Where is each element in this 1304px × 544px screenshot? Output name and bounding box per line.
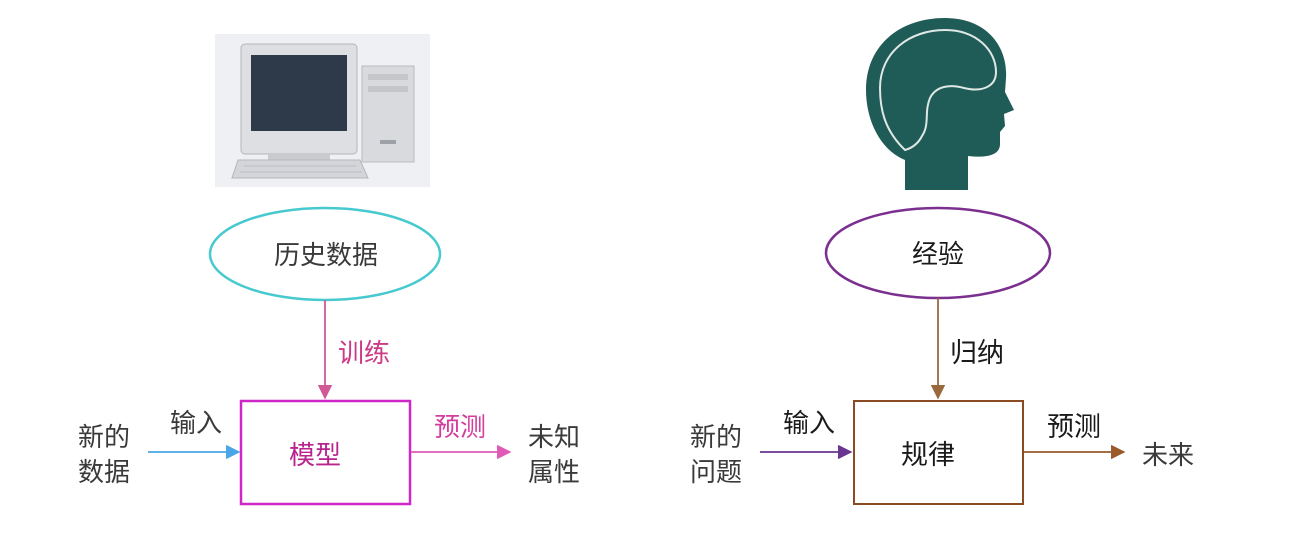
- unknown-attr-line2: 属性: [528, 458, 580, 488]
- new-data-line1: 新的: [78, 423, 130, 453]
- input-label-right: 输入: [783, 409, 835, 439]
- rule-box: [853, 400, 1024, 505]
- experience-label: 经验: [912, 240, 964, 270]
- predict-label-left: 预测: [434, 413, 486, 443]
- model-label: 模型: [289, 441, 341, 471]
- induce-label: 归纳: [950, 338, 1004, 369]
- new-data-line2: 数据: [78, 458, 130, 488]
- predict-label-right: 预测: [1047, 412, 1101, 443]
- history-data-label: 历史数据: [274, 241, 378, 271]
- train-label: 训练: [338, 339, 390, 369]
- model-box: [239, 399, 412, 506]
- future-label: 未来: [1142, 441, 1194, 471]
- input-label-left: 输入: [170, 409, 222, 439]
- new-problem-line2: 问题: [690, 458, 742, 488]
- computer-icon: [215, 34, 430, 187]
- head-icon: [866, 18, 1014, 190]
- new-problem-line1: 新的: [690, 423, 742, 453]
- unknown-attr-line1: 未知: [528, 423, 580, 453]
- rule-label: 规律: [901, 440, 955, 471]
